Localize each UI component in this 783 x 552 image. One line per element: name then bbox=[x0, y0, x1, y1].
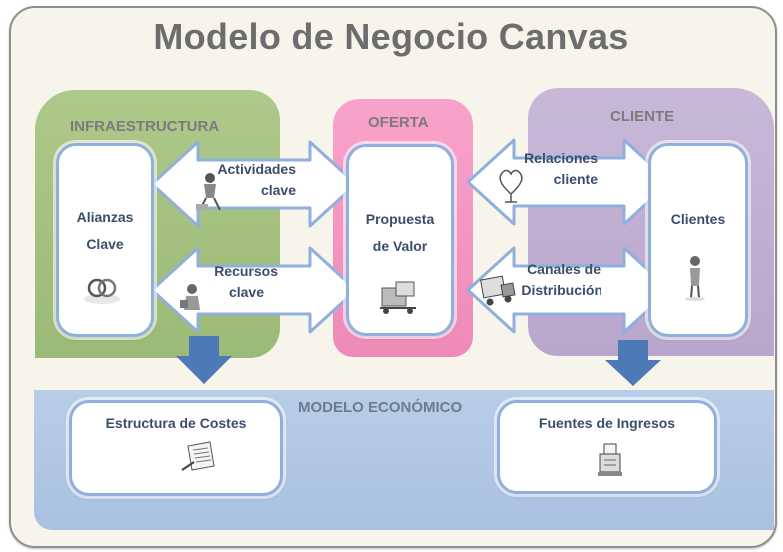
alianzas-box bbox=[56, 143, 154, 337]
resources-icon bbox=[180, 284, 200, 310]
infra-down-arrow bbox=[176, 336, 232, 384]
propuesta-label: Propuesta de Valor bbox=[365, 211, 435, 254]
cliente-label: CLIENTE bbox=[610, 108, 675, 125]
document-icon bbox=[181, 441, 215, 471]
heart-icon bbox=[499, 169, 523, 203]
ingresos-label: Fuentes de Ingresos bbox=[538, 415, 676, 431]
cash-register-icon bbox=[598, 443, 622, 476]
costes-label: Estructura de Costes bbox=[105, 415, 247, 431]
rings-icon bbox=[84, 278, 120, 304]
oferta-label: OFERTA bbox=[368, 114, 429, 131]
canales-label: Canales de Distribución bbox=[521, 261, 601, 298]
recursos-label: Recursos clave bbox=[214, 263, 278, 300]
costes-box bbox=[69, 400, 283, 496]
relaciones-label: Relaciones cliente bbox=[524, 150, 598, 187]
truck-icon bbox=[480, 275, 516, 306]
clientes-box bbox=[648, 143, 748, 337]
person-icon bbox=[685, 256, 705, 301]
alianzas-label: Alianzas Clave bbox=[76, 209, 134, 252]
economico-label: MODELO ECONÓMICO bbox=[298, 399, 463, 416]
infraestructura-label: INFRAESTRUCTURA bbox=[70, 118, 220, 135]
worker-icon bbox=[196, 173, 221, 211]
clientes-label: Clientes bbox=[670, 211, 726, 227]
actividades-label: Actividades clave bbox=[217, 161, 296, 198]
cliente-down-arrow bbox=[605, 340, 661, 386]
page-title: Modelo de Negocio Canvas bbox=[153, 16, 629, 57]
package-icon bbox=[380, 281, 416, 314]
